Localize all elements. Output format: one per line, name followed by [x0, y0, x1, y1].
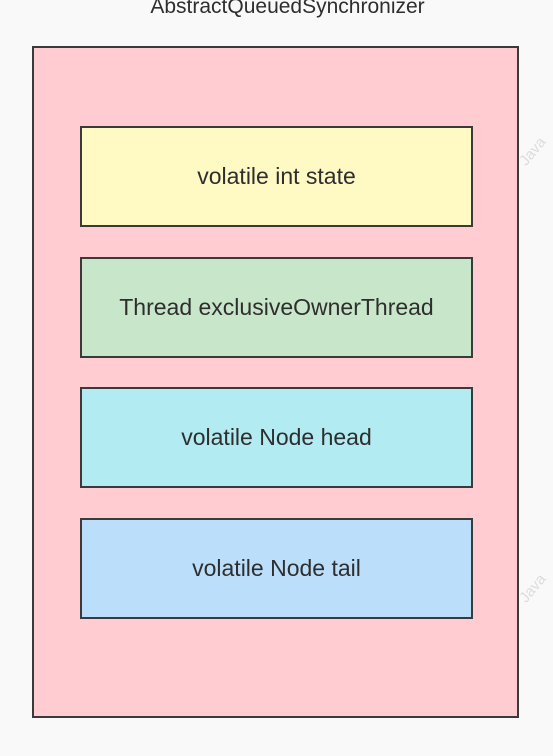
watermark-bottom: Java — [516, 570, 550, 607]
field-state: volatile int state — [80, 126, 473, 227]
aqs-class-box: volatile int state Thread exclusiveOwner… — [32, 46, 519, 718]
field-tail: volatile Node tail — [80, 518, 473, 619]
field-head: volatile Node head — [80, 387, 473, 488]
watermark-top: Java — [516, 133, 550, 170]
field-exclusive-owner-thread: Thread exclusiveOwnerThread — [80, 257, 473, 358]
diagram-title: AbstractQueuedSynchronizer — [150, 0, 425, 18]
